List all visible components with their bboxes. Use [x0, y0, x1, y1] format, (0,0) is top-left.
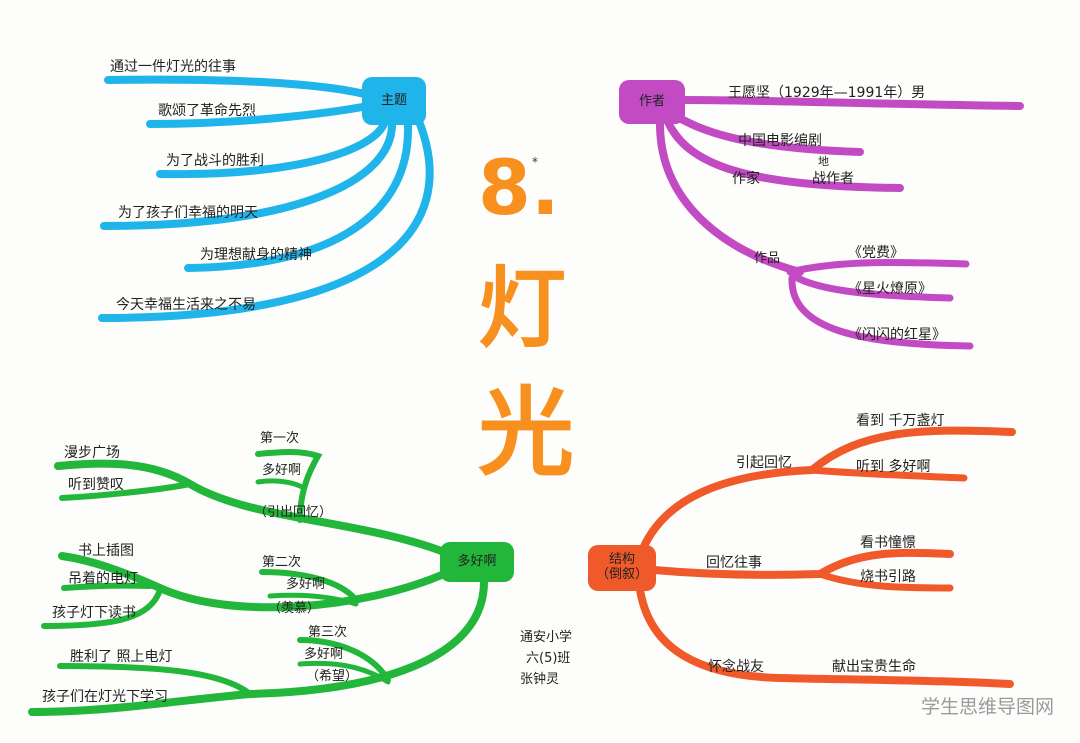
author-job-2b: 战作者 [812, 171, 854, 187]
theme-branch-5 [184, 122, 413, 272]
hao-branch-a [54, 459, 448, 556]
hao-a-item-2: 听到赞叹 [68, 477, 124, 493]
hao-first-note: （引出回忆） [254, 505, 333, 520]
structure-label: 结构 [608, 552, 635, 568]
author-birth: 王愿坚（1929年—1991年）男 [728, 85, 926, 101]
struct-branch-memorial [636, 586, 1014, 688]
struct-story-label: 回忆往事 [706, 555, 762, 571]
theme-item-3: 为了战斗的胜利 [166, 153, 264, 169]
signature-school: 通安小学 [520, 630, 573, 645]
hao-third-note: （希望） [306, 669, 359, 684]
hao-third-hook2 [297, 660, 391, 685]
author-job-2a: 作家 [732, 171, 760, 187]
author-work-2: 《星火燎原》 [848, 281, 932, 297]
hao-third-phrase: 多好啊 [304, 647, 344, 662]
hao-first-phrase: 多好啊 [262, 463, 302, 478]
author-works-3 [788, 274, 974, 350]
lesson-mark: * [532, 155, 538, 169]
theme-item-4: 为了孩子们幸福的明天 [118, 205, 258, 221]
lesson-title-char-1: 灯 [478, 257, 567, 360]
theme-branch-4 [100, 122, 396, 230]
theme-branch-3 [156, 120, 388, 179]
signature-name: 张钟灵 [520, 671, 560, 687]
theme-item-2: 歌颂了革命先烈 [158, 103, 256, 119]
author-branch-3 [664, 118, 904, 192]
author-node: 作者 [619, 80, 685, 124]
author-work-1: 《党费》 [848, 245, 904, 261]
hao-third-hook [297, 637, 391, 683]
signature: 通安小学 六(5)班 张钟灵 [520, 628, 572, 690]
hao-third-title: 第三次 [308, 625, 348, 640]
hao-branch-c [28, 578, 488, 716]
hao-b-item-2: 吊着的电灯 [68, 571, 138, 587]
hao-branch-b2 [61, 582, 153, 591]
hao-b-item-3: 孩子灯下读书 [52, 605, 136, 621]
author-branch-4 [656, 120, 804, 276]
theme-node: 主题 [362, 77, 426, 125]
hao-a-item-1: 漫步广场 [64, 445, 120, 461]
author-works-2 [790, 272, 954, 302]
author-branch-1 [678, 96, 1024, 110]
lesson-title-char-2: 光 [478, 377, 574, 489]
theme-branch-1 [104, 75, 376, 100]
theme-item-5: 为理想献身的精神 [200, 247, 312, 263]
struct-story-item-2: 烧书引路 [860, 569, 916, 585]
author-work-3: 《闪闪的红星》 [848, 327, 946, 343]
hao-first-hook [255, 449, 323, 523]
struct-story-item-1: 看书憧憬 [860, 535, 916, 551]
author-works-label: 作品 [754, 251, 781, 266]
hao-second-phrase: 多好啊 [286, 577, 326, 592]
hao-second-note: （羡慕） [268, 601, 321, 616]
struct-memorial-item: 献出宝贵生命 [832, 659, 916, 675]
hao-branch-b [58, 552, 448, 612]
struct-memorial-label: 怀念战友 [708, 659, 764, 675]
hao-first-title: 第一次 [260, 431, 300, 446]
structure-sublabel: （倒叙） [595, 567, 648, 582]
author-job-1: 中国电影编剧 [738, 133, 822, 149]
theme-branch-2 [146, 100, 382, 128]
author-branch-2 [672, 112, 864, 156]
hao-branch-c2 [57, 663, 253, 697]
struct-recall-item-1: 看到 千万盏灯 [856, 413, 945, 429]
struct-story-2 [816, 570, 954, 592]
hao-first-hook2 [255, 478, 307, 491]
hao-branch-b3 [41, 587, 163, 629]
structure-node: 结构 （倒叙） [588, 545, 656, 591]
watermark: 学生思维导图网 [920, 696, 1054, 718]
struct-recall-label: 引起回忆 [736, 455, 792, 471]
struct-branch-recall [636, 426, 1016, 560]
struct-recall-item-2: 听到 多好啊 [856, 459, 931, 475]
lesson-number: 8. [478, 143, 560, 232]
struct-recall-2 [808, 466, 968, 482]
signature-class: 六(5)班 [526, 650, 571, 666]
theme-branch-6 [98, 120, 434, 322]
author-works-1 [786, 258, 970, 276]
hao-b-item-1: 书上插图 [78, 543, 134, 559]
author-job-2-note: 地 [818, 155, 829, 168]
theme-item-6: 今天幸福生活来之不易 [116, 297, 256, 313]
hao-branch-a2 [59, 481, 193, 501]
hao-second-hook2 [267, 592, 359, 607]
theme-item-1: 通过一件灯光的往事 [110, 59, 236, 75]
hao-second-hook [259, 569, 359, 603]
hao-second-title: 第二次 [262, 555, 302, 570]
hao-node: 多好啊 [440, 542, 514, 582]
hao-c-item-1: 胜利了 照上电灯 [70, 649, 173, 665]
hao-c-item-2: 孩子们在灯光下学习 [42, 689, 168, 705]
